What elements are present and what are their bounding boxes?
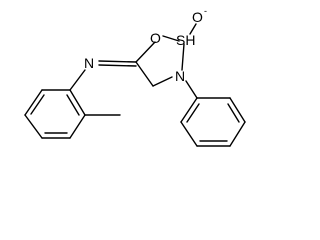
bond-phenyl-4-5 — [229, 121, 246, 147]
bond-c5-n-imine-double-b — [98, 64, 137, 67]
bond-tolyl-5-6 — [69, 114, 86, 139]
atom-label-ring-oxygen: O — [150, 30, 161, 46]
bond-n3-phenyl — [185, 80, 198, 99]
bond-c4-c5 — [135, 61, 154, 87]
bond-tolyl-2-3 — [24, 89, 43, 116]
bond-phenyl-1-2 — [180, 97, 198, 123]
bond-s2-n3 — [181, 43, 185, 71]
atom-label-oxide-oxygen: O — [192, 9, 203, 25]
bond-c5-o1 — [135, 41, 156, 63]
bond-tolyl-inner-c — [66, 94, 80, 116]
atom-label-sulfur: SH — [176, 32, 195, 48]
chemical-structure-diagram: O SH O - N N — [24, 6, 246, 147]
atom-label-ring-nitrogen: N — [175, 68, 185, 84]
bond-phenyl-inner-c — [227, 103, 240, 123]
bond-tolyl-inner-a — [30, 94, 45, 115]
atom-label-imine-nitrogen: N — [84, 55, 94, 71]
bond-n3-c4 — [152, 76, 173, 87]
bond-s2-oxide — [189, 23, 197, 35]
bond-phenyl-2-3 — [180, 121, 198, 147]
bond-phenyl-inner-a — [186, 103, 200, 123]
bond-n-imine-aryl — [69, 69, 86, 91]
bonds — [24, 23, 246, 147]
bond-o1-s2 — [162, 35, 180, 42]
oxide-charge-label: - — [204, 6, 207, 16]
bond-c5-n-imine-double-a — [98, 60, 137, 63]
bond-tolyl-3-4 — [24, 114, 43, 139]
bond-tolyl-6-1 — [69, 89, 86, 116]
bond-phenyl-5-6 — [229, 97, 246, 123]
atom-labels: O SH O - N N — [84, 6, 207, 84]
